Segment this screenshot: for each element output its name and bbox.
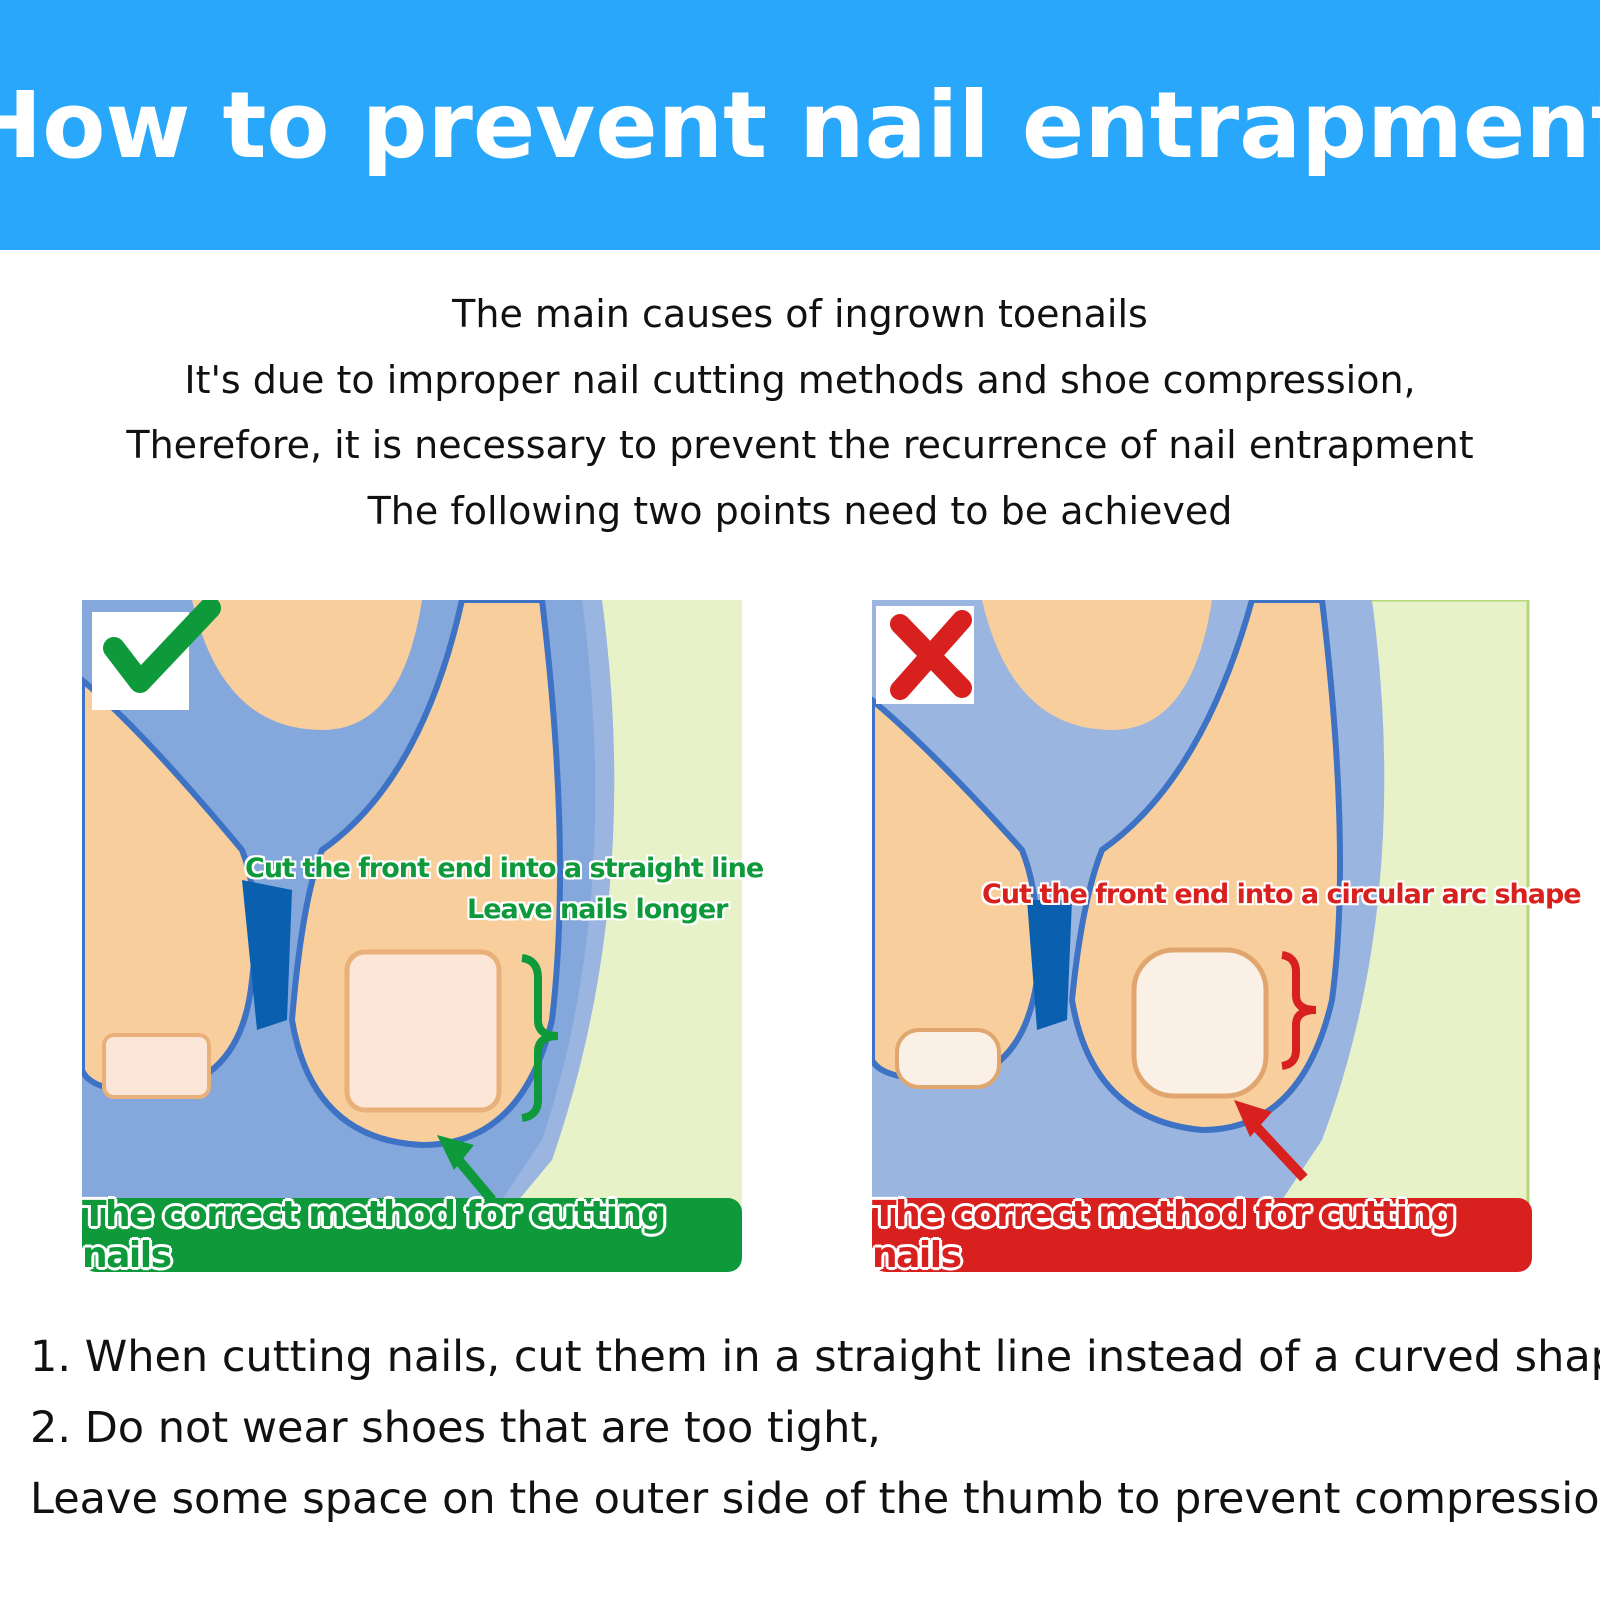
correct-method-panel: Cut the front end into a straight line L… [82,600,764,1276]
wrong-caption-1: Cut the front end into a circular arc sh… [982,879,1582,910]
cross-icon [890,610,972,700]
wrong-banner: The correct method for cutting nails [872,1194,1532,1276]
intro-line: The following two points need to be achi… [367,488,1233,533]
correct-banner-label: The correct method for cutting nails [82,1194,666,1276]
intro-text: The main causes of ingrown toenails It's… [0,282,1600,544]
tip-line: 1. When cutting nails, cut them in a str… [30,1332,1600,1382]
intro-line: It's due to improper nail cutting method… [184,357,1416,402]
tip-line: Leave some space on the outer side of th… [30,1474,1600,1524]
tip-line: 2. Do not wear shoes that are too tight, [30,1403,881,1453]
wrong-method-panel: Cut the front end into a circular arc sh… [872,600,1582,1276]
page-title: How to prevent nail entrapment [0,71,1600,179]
wrong-banner-label: The correct method for cutting nails [872,1194,1456,1276]
tips-list: 1. When cutting nails, cut them in a str… [30,1322,1600,1535]
check-icon [103,600,221,693]
intro-line: The main causes of ingrown toenails [452,292,1148,336]
correct-caption-2: Leave nails longer [467,894,728,925]
header-banner: How to prevent nail entrapment [0,0,1600,250]
correct-caption-1: Cut the front end into a straight line [245,853,764,884]
intro-line: Therefore, it is necessary to prevent th… [126,423,1474,467]
correct-toe-illustration [82,600,742,1220]
wrong-toe-illustration [872,600,1530,1222]
correct-banner: The correct method for cutting nails [82,1194,742,1276]
